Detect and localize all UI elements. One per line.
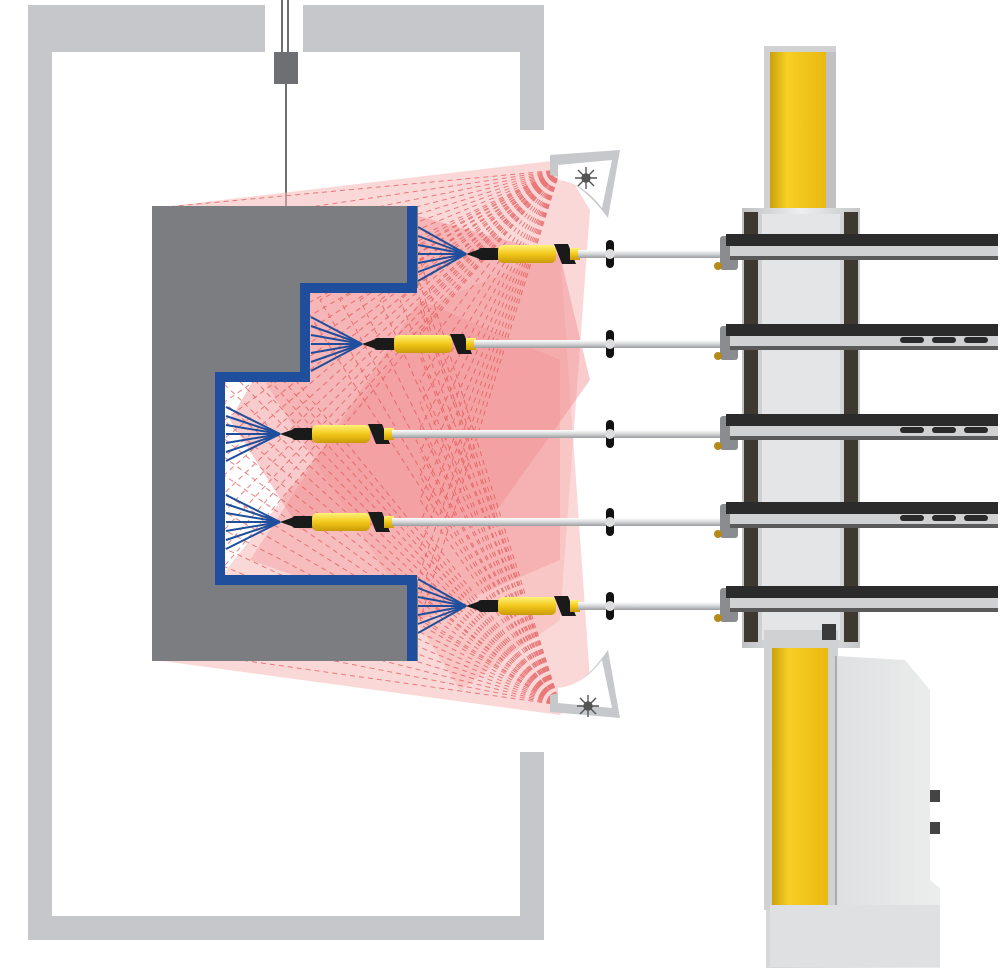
hanger-clamp bbox=[274, 52, 298, 84]
spray-fan bbox=[417, 226, 467, 282]
gun-arm bbox=[578, 250, 720, 258]
booth-wall-top-right bbox=[303, 5, 544, 130]
laser-line bbox=[419, 169, 561, 573]
laser-line bbox=[299, 169, 561, 301]
laser-line bbox=[419, 169, 561, 309]
laser-line bbox=[339, 169, 561, 301]
gun-nozzle bbox=[280, 429, 294, 439]
laser-line bbox=[419, 403, 561, 706]
laser-line bbox=[339, 299, 561, 706]
spray-fan bbox=[225, 494, 281, 550]
gun-nozzle bbox=[362, 339, 376, 349]
laser-line bbox=[419, 169, 561, 549]
gun-nozzle bbox=[280, 517, 294, 527]
workpiece bbox=[152, 206, 418, 661]
laser-scanner-bottom bbox=[550, 650, 620, 718]
gun-barrel bbox=[394, 335, 452, 353]
laser-line bbox=[419, 547, 561, 706]
control-cabinet bbox=[766, 656, 940, 968]
gun-arm bbox=[578, 602, 720, 610]
laser-line bbox=[419, 283, 561, 706]
gun-arm bbox=[392, 430, 720, 438]
laser-line bbox=[419, 169, 561, 357]
gun-barrel bbox=[312, 425, 370, 443]
booth-walls bbox=[28, 5, 544, 940]
laser-line bbox=[419, 169, 561, 429]
spray-guns bbox=[280, 234, 998, 622]
workpiece-coating-edge bbox=[215, 206, 417, 661]
mast-lower-yellow bbox=[772, 648, 828, 910]
gun-barrel bbox=[312, 513, 370, 531]
laser-line bbox=[359, 299, 561, 706]
laser-line bbox=[154, 169, 561, 209]
laser-line bbox=[154, 169, 561, 539]
gun-4 bbox=[280, 502, 998, 538]
laser-scanner-top bbox=[550, 150, 620, 218]
laser-line bbox=[379, 169, 561, 301]
spray-fan bbox=[310, 316, 363, 372]
gun-3 bbox=[280, 414, 998, 450]
laser-line bbox=[419, 169, 561, 405]
laser-line bbox=[419, 619, 561, 706]
laser-line bbox=[419, 523, 561, 706]
gun-tip bbox=[374, 338, 396, 350]
laser-line bbox=[154, 169, 561, 451]
laser-line bbox=[419, 169, 561, 621]
gun-barrel bbox=[498, 245, 556, 263]
laser-starburst-icon bbox=[577, 695, 599, 717]
laser-line bbox=[419, 451, 561, 706]
laser-line bbox=[319, 299, 561, 706]
spray-fan bbox=[417, 578, 467, 634]
laser-line bbox=[419, 169, 561, 301]
gun-tip bbox=[292, 428, 314, 440]
gun-arm bbox=[392, 518, 720, 526]
laser-line bbox=[419, 379, 561, 706]
gun-tip bbox=[478, 600, 500, 612]
gun-arm bbox=[474, 340, 720, 348]
laser-line bbox=[154, 405, 561, 706]
gun-2 bbox=[362, 324, 998, 360]
gun-nozzle bbox=[466, 249, 480, 259]
spray-fan bbox=[225, 406, 281, 462]
laser-line bbox=[154, 169, 561, 473]
gun-nozzle bbox=[466, 601, 480, 611]
laser-line bbox=[419, 169, 561, 285]
gun-tip bbox=[478, 248, 500, 260]
laser-line bbox=[419, 307, 561, 706]
gun-1 bbox=[466, 234, 998, 270]
powder-spray-fans bbox=[225, 226, 467, 634]
laser-line bbox=[419, 169, 561, 501]
laser-line bbox=[379, 299, 561, 706]
mast-upper-yellow bbox=[770, 52, 826, 234]
laser-line bbox=[419, 259, 561, 706]
laser-line bbox=[419, 169, 561, 477]
laser-line bbox=[419, 169, 561, 453]
gun-barrel bbox=[498, 597, 556, 615]
gun-tip bbox=[292, 516, 314, 528]
conveyor-hanger bbox=[274, 0, 298, 208]
laser-starburst-icon bbox=[575, 167, 597, 189]
gun-5 bbox=[466, 586, 998, 622]
laser-line bbox=[419, 427, 561, 706]
